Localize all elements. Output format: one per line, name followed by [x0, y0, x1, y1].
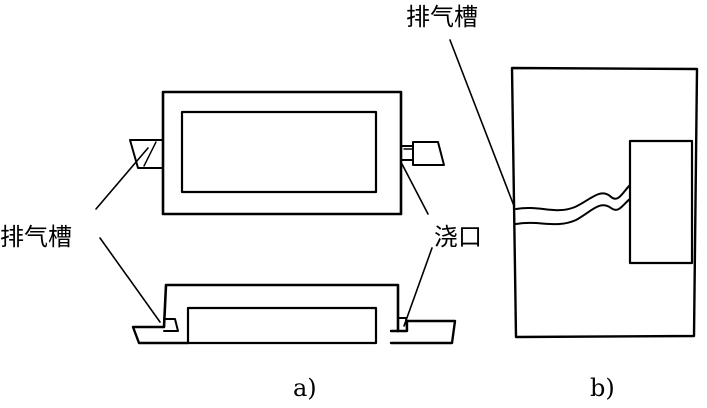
- figure-b-outline: [510, 66, 699, 339]
- caption-a: a): [293, 374, 317, 402]
- side-view-boss-outer: [162, 283, 400, 333]
- side-view-left-vent: [163, 318, 179, 332]
- left-vent-hatch: [143, 141, 157, 167]
- side-view-right-gate: [397, 317, 408, 332]
- vent-groove-label-left: 排气槽: [0, 223, 72, 251]
- top-view-right-gate-tab: [412, 141, 445, 166]
- side-view-base: [131, 319, 457, 345]
- figure-a-side-view: [131, 283, 457, 345]
- figure-b-vent-groove-top: [515, 184, 631, 212]
- leader-vent-side: [99, 237, 161, 323]
- figure-b-vent-groove-bottom: [515, 198, 631, 226]
- figure-b: [449, 39, 699, 339]
- leader-vent-b: [449, 39, 515, 207]
- top-view-left-vent-groove: [129, 139, 164, 169]
- figure-a-leaders: [95, 147, 433, 327]
- figure-b-cavity: [628, 139, 694, 265]
- top-view-inner-frame: [180, 110, 378, 194]
- caption-b: b): [590, 374, 615, 402]
- side-view-cavity: [186, 306, 378, 345]
- leader-gate-top: [401, 163, 429, 215]
- top-view-right-gate: [400, 145, 414, 161]
- figure-a-top-view: [129, 90, 445, 216]
- vent-groove-label-top: 排气槽: [406, 3, 478, 31]
- leader-gate-side: [403, 247, 433, 327]
- gate-label: 浇口: [434, 223, 482, 251]
- leader-vent-top: [95, 147, 149, 210]
- top-view-outer-frame: [161, 90, 403, 216]
